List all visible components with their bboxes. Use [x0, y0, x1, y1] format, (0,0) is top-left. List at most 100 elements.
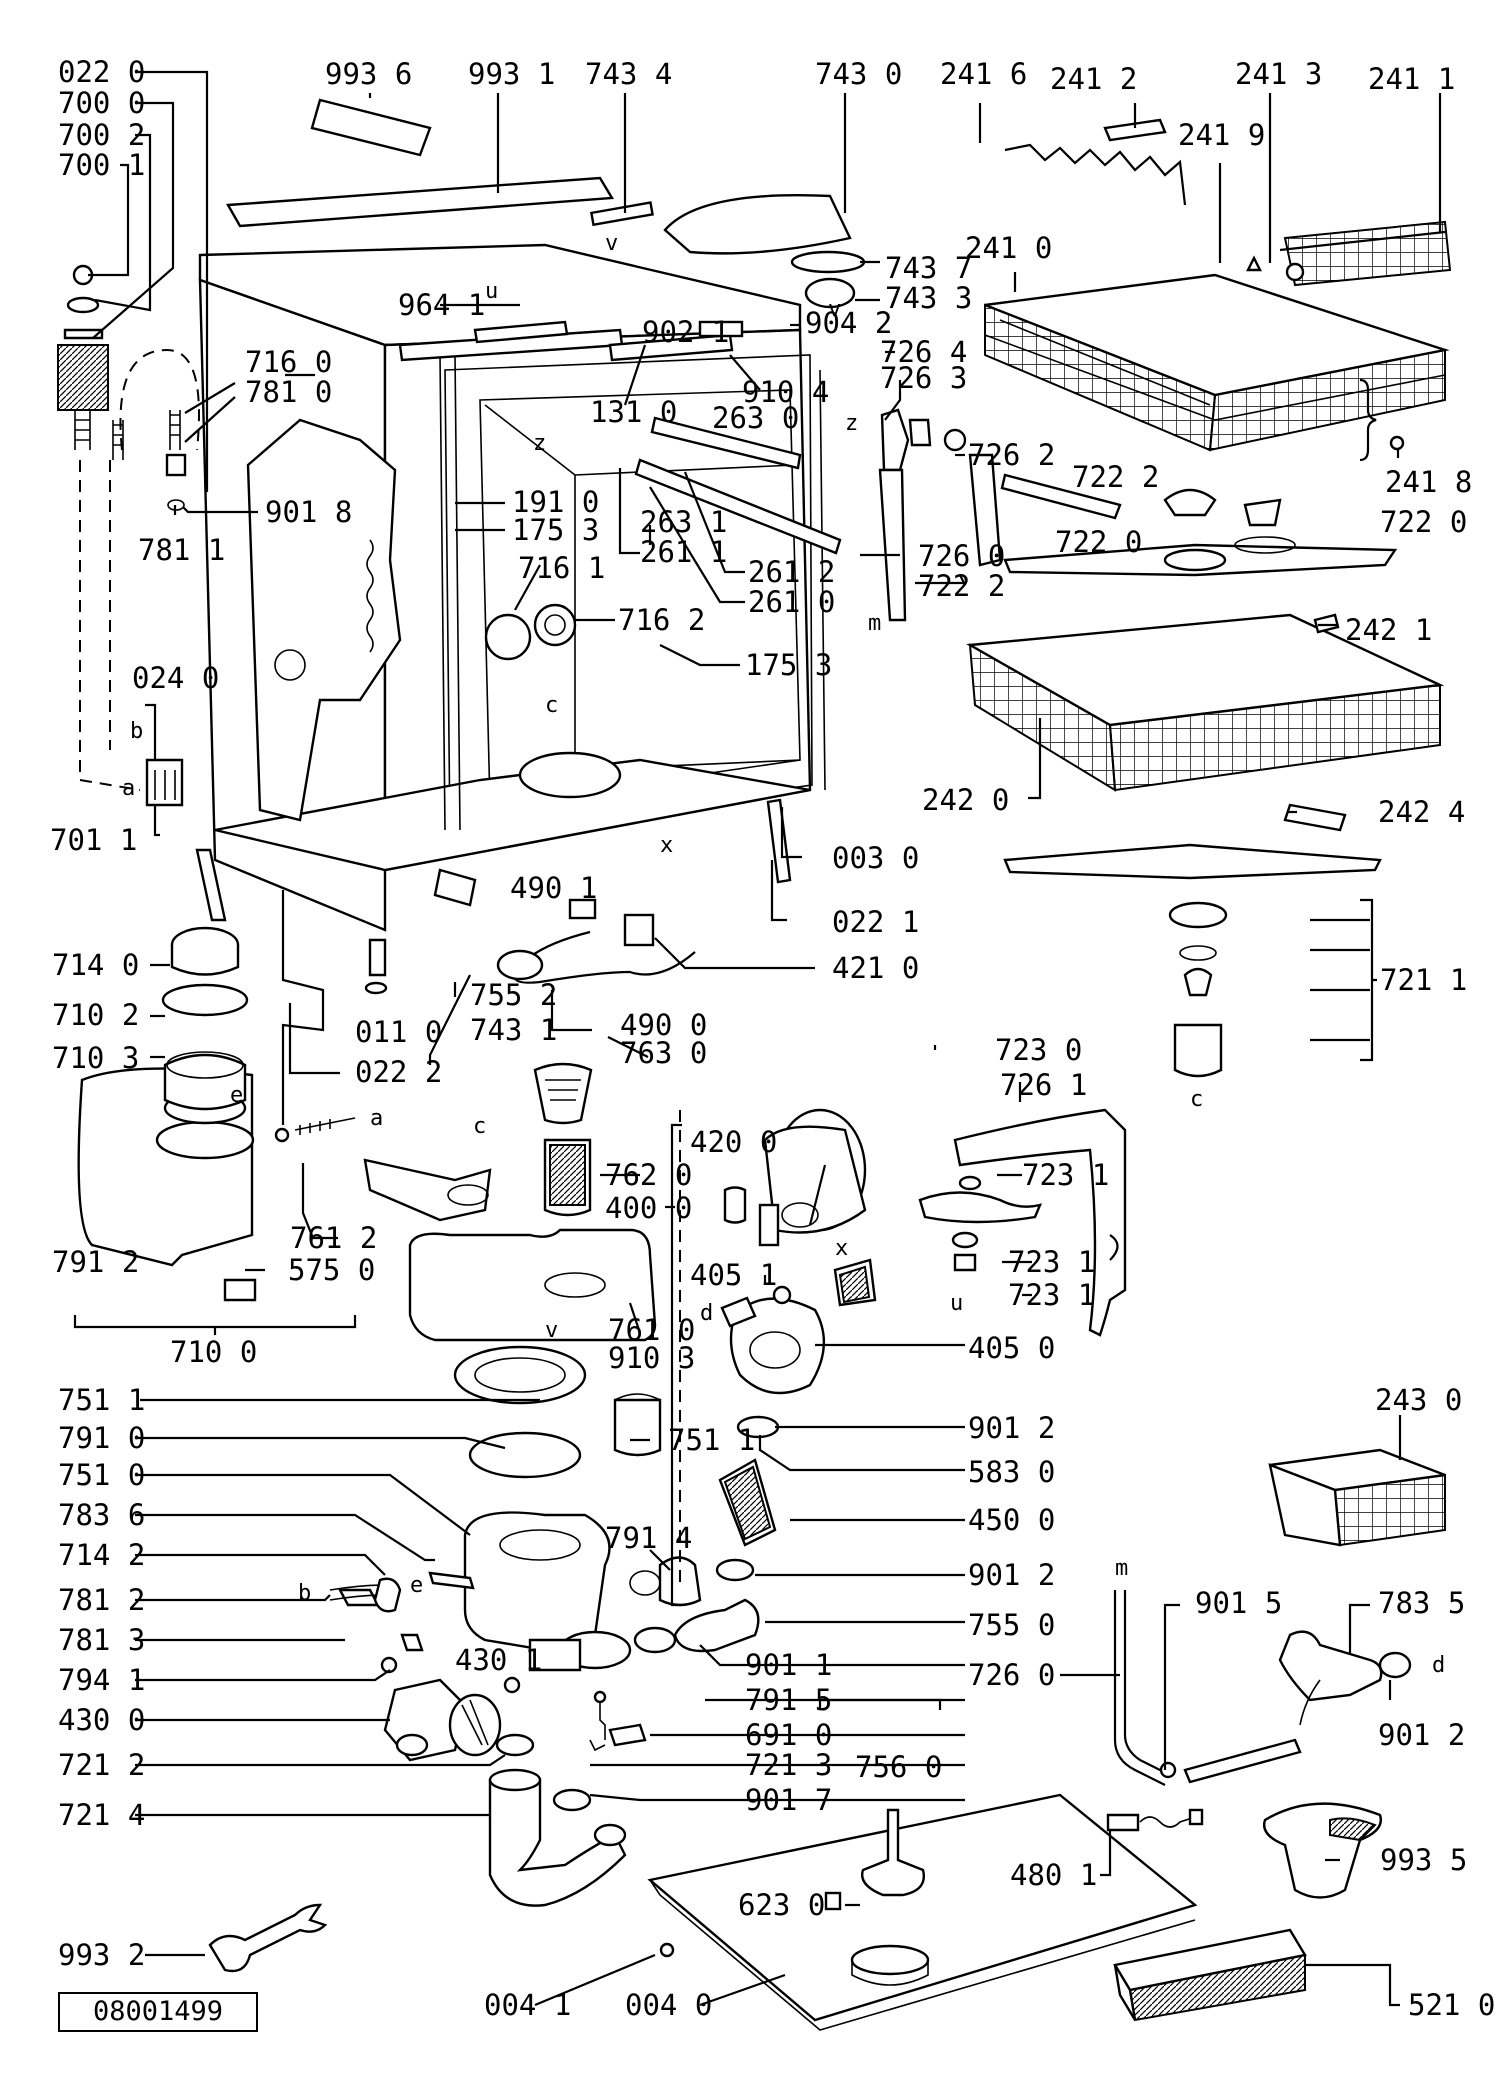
letter-c-tub: c — [545, 693, 558, 718]
label-743-3: 743 3 — [885, 281, 972, 315]
plug-490-1 — [568, 898, 597, 920]
label-131-0: 131 0 — [590, 395, 677, 429]
label-761-0: 761 0 — [608, 1313, 695, 1347]
letter-e-hose: e — [410, 1573, 423, 1598]
label-011-0: 011 0 — [355, 1015, 442, 1049]
label-723-1-mid: 723 1 — [1008, 1245, 1095, 1279]
top-strip-993-1 — [226, 176, 615, 228]
letter-a-screw: a — [370, 1106, 383, 1131]
letter-m-bottom: m — [1115, 1556, 1128, 1581]
label-755-0: 755 0 — [968, 1608, 1055, 1642]
letter-x-tub: x — [660, 833, 673, 858]
filter-763-0 — [533, 1062, 593, 1125]
letter-v-gasket: v — [545, 1318, 558, 1343]
label-751-1-right: 751 1 — [668, 1423, 755, 1457]
label-763-0: 763 0 — [620, 1036, 707, 1070]
label-420-0: 420 0 — [690, 1125, 777, 1159]
label-490-0: 490 0 — [620, 1008, 707, 1042]
label-781-0: 781 0 — [245, 375, 332, 409]
base-plate-004-0 — [647, 1793, 1198, 2022]
letter-u-arm: u — [950, 1291, 963, 1316]
label-761-2: 761 2 — [290, 1221, 377, 1255]
float-756-0 — [861, 1808, 925, 1897]
label-263-0: 263 0 — [712, 401, 799, 435]
funnel-993-5 — [1263, 1802, 1382, 1899]
label-490-1: 490 1 — [510, 871, 597, 905]
label-743-4: 743 4 — [585, 57, 672, 91]
strip-964-1 — [473, 320, 569, 344]
spray-arm-721-1 — [1003, 843, 1382, 880]
label-241-1: 241 1 — [1368, 62, 1455, 96]
label-691-0: 691 0 — [745, 1718, 832, 1752]
ring-710-2 — [161, 983, 249, 1017]
label-751-0: 751 0 — [58, 1458, 145, 1492]
letter-b-hose: b — [298, 1581, 311, 1606]
label-003-0: 003 0 — [832, 841, 919, 875]
label-791-0: 791 0 — [58, 1421, 145, 1455]
label-623-0: 623 0 — [738, 1888, 825, 1922]
label-700-2: 700 2 — [58, 118, 145, 152]
hose-755-0 — [673, 1598, 760, 1653]
switch-575-0 — [223, 1278, 257, 1302]
label-721-1: 721 1 — [1380, 963, 1467, 997]
label-175-3-bottom: 175 3 — [745, 648, 832, 682]
label-710-0: 710 0 — [170, 1335, 257, 1369]
label-242-4: 242 4 — [1378, 795, 1465, 829]
label-714-0: 714 0 — [52, 948, 139, 982]
knob-241-3 — [1285, 262, 1305, 282]
plug-421-0 — [623, 913, 655, 947]
label-430-0: 430 0 — [58, 1703, 145, 1737]
label-993-5: 993 5 — [1380, 1843, 1467, 1877]
label-575-0: 575 0 — [288, 1253, 375, 1287]
label-722-0-inline: 722 0 — [1055, 525, 1142, 559]
label-710-3: 710 3 — [52, 1041, 139, 1075]
seal-791-0 — [468, 1431, 582, 1479]
label-521-0: 521 0 — [1408, 1988, 1495, 2022]
foot-011-0 — [368, 938, 387, 977]
label-022-0-top: 022 0 — [58, 55, 145, 89]
switch-623-0 — [824, 1891, 842, 1911]
leader-lines — [88, 70, 1442, 2007]
inlet-716-2 — [533, 603, 577, 647]
letter-a-left: a — [122, 776, 135, 801]
label-480-1: 480 1 — [1010, 1858, 1097, 1892]
label-781-2: 781 2 — [58, 1583, 145, 1617]
label-783-5: 783 5 — [1378, 1586, 1465, 1620]
clip-241-2 — [1103, 118, 1167, 142]
label-964-1: 964 1 — [398, 288, 485, 322]
label-243-0: 243 0 — [1375, 1383, 1462, 1417]
clamp-901-7 — [593, 1823, 627, 1847]
sensor-691-0 — [608, 1723, 647, 1747]
label-700-1: 700 1 — [58, 148, 145, 182]
label-783-6: 783 6 — [58, 1498, 145, 1532]
label-241-8: 241 8 — [1385, 465, 1472, 499]
label-751-1-left: 751 1 — [58, 1383, 145, 1417]
label-583-0: 583 0 — [968, 1455, 1055, 1489]
label-722-2-upper: 722 2 — [1072, 460, 1159, 494]
label-993-1: 993 1 — [468, 57, 555, 91]
stop-241-9 — [1246, 255, 1262, 272]
drawing-code-box: 08001499 — [58, 1992, 258, 2032]
label-430-1: 430 1 — [455, 1643, 542, 1677]
label-902-1: 902 1 — [642, 315, 729, 349]
seal-710-3 — [166, 1051, 244, 1079]
label-450-0: 450 0 — [968, 1503, 1055, 1537]
seal-721-3 — [552, 1788, 592, 1812]
letter-z-left: z — [533, 431, 546, 456]
label-710-2: 710 2 — [52, 998, 139, 1032]
label-901-5: 901 5 — [1195, 1586, 1282, 1620]
label-901-2-mid: 901 2 — [968, 1558, 1055, 1592]
label-241-6: 241 6 — [940, 57, 1027, 91]
gasket-761-0 — [408, 1228, 657, 1342]
bracket-722-2 — [968, 453, 1002, 567]
lower-basket-242-0 — [966, 613, 1445, 792]
label-781-3: 781 3 — [58, 1623, 145, 1657]
label-901-2-lower: 901 2 — [1378, 1718, 1465, 1752]
label-756-0: 756 0 — [855, 1750, 942, 1784]
wrench-993-2 — [208, 1903, 328, 1973]
letter-d-right: d — [1432, 1653, 1445, 1678]
label-421-0: 421 0 — [832, 951, 919, 985]
label-723-1-lower: 723 1 — [1008, 1278, 1095, 1312]
label-993-6: 993 6 — [325, 57, 412, 91]
